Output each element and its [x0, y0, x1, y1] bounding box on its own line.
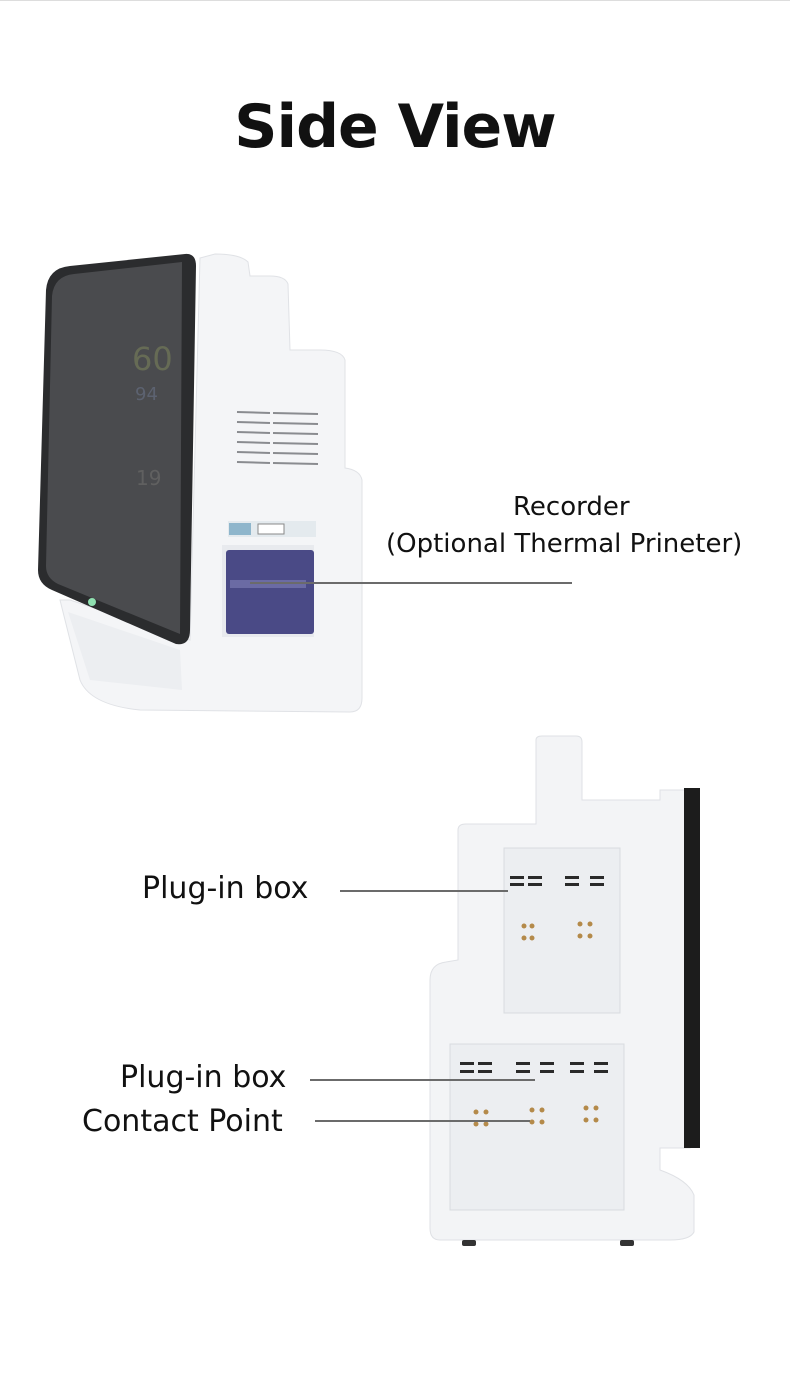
thermal-printer-door[interactable]: [226, 550, 314, 634]
recorder-leader-line: [250, 582, 572, 584]
svg-text:94: 94: [135, 384, 158, 405]
plugin-box-lower: [449, 1043, 625, 1211]
lower-plugin-label: Plug-in box: [120, 1060, 287, 1095]
page-title: Side View: [234, 92, 556, 162]
upper-plugin-label: Plug-in box: [142, 871, 309, 906]
lower-plugin-leader-line: [310, 1079, 535, 1081]
top-divider: [0, 0, 790, 1]
monitor-front-view: 60 94 19: [38, 253, 363, 713]
vent-grille: [236, 411, 319, 465]
contact-point-leader-line: [315, 1120, 530, 1122]
upper-plugin-leader-line: [340, 890, 508, 892]
recorder-sublabel: (Optional Thermal Prineter): [386, 529, 743, 559]
screen-edge: [684, 788, 700, 1148]
contact-point-label: Contact Point: [82, 1104, 283, 1139]
svg-text:19: 19: [136, 466, 161, 490]
contact-pins-upper: [521, 921, 593, 941]
contact-pins-lower: [473, 1105, 599, 1127]
svg-text:60: 60: [132, 340, 173, 378]
recorder-label: Recorder: [513, 492, 630, 522]
plugin-box-upper: [503, 847, 621, 1014]
monitor-side-view: [429, 735, 700, 1246]
